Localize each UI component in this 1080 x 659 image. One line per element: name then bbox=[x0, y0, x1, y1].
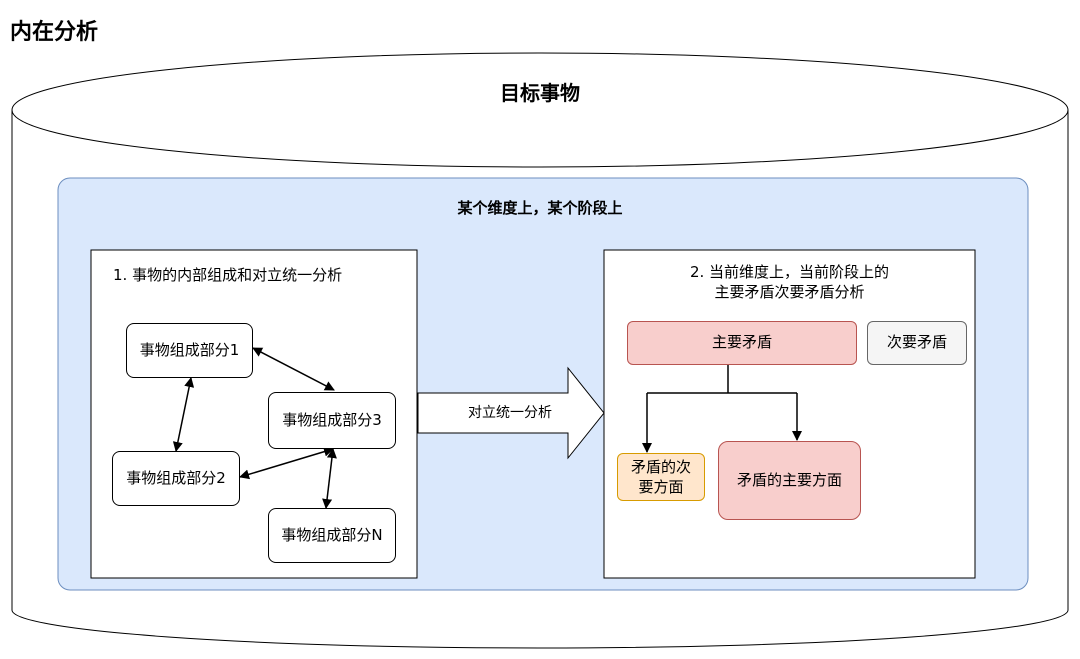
right-panel-title-line1: 2. 当前维度上，当前阶段上的 bbox=[689, 263, 890, 281]
left-panel-title: 1. 事物的内部组成和对立统一分析 bbox=[113, 266, 343, 284]
component-part-n: 事物组成部分N bbox=[268, 508, 396, 563]
opposition-arrow-shape bbox=[417, 366, 605, 460]
main-contradiction-box: 主要矛盾 bbox=[627, 321, 857, 365]
component-part-2: 事物组成部分2 bbox=[112, 451, 240, 506]
component-part-3: 事物组成部分3 bbox=[268, 392, 396, 449]
secondary-aspect-box: 矛盾的次 要方面 bbox=[617, 453, 705, 501]
cylinder-top bbox=[11, 52, 1069, 168]
right-panel-title: 2. 当前维度上，当前阶段上的 主要矛盾次要矛盾分析 bbox=[604, 262, 975, 302]
context-label: 某个维度上，某个阶段上 bbox=[457, 199, 623, 218]
secondary-aspect-line1: 矛盾的次 bbox=[630, 458, 691, 476]
component-part-1: 事物组成部分1 bbox=[126, 323, 253, 378]
main-aspect-box: 矛盾的主要方面 bbox=[718, 441, 861, 520]
secondary-contradiction-box: 次要矛盾 bbox=[867, 321, 967, 365]
secondary-aspect-line2: 要方面 bbox=[638, 478, 684, 496]
contradiction-tree-connectors bbox=[642, 365, 802, 453]
right-panel bbox=[603, 249, 976, 579]
page-title: 内在分析 bbox=[10, 20, 99, 45]
opposition-arrow-label: 对立统一分析 bbox=[468, 404, 552, 421]
connector-part2-part3 bbox=[239, 446, 334, 480]
connector-part1-part2 bbox=[172, 377, 195, 452]
connector-part1-part3 bbox=[252, 347, 335, 391]
right-panel-title-line2: 主要矛盾次要矛盾分析 bbox=[714, 283, 865, 301]
connector-part3-partN bbox=[322, 448, 337, 509]
cylinder-label: 目标事物 bbox=[500, 81, 580, 105]
